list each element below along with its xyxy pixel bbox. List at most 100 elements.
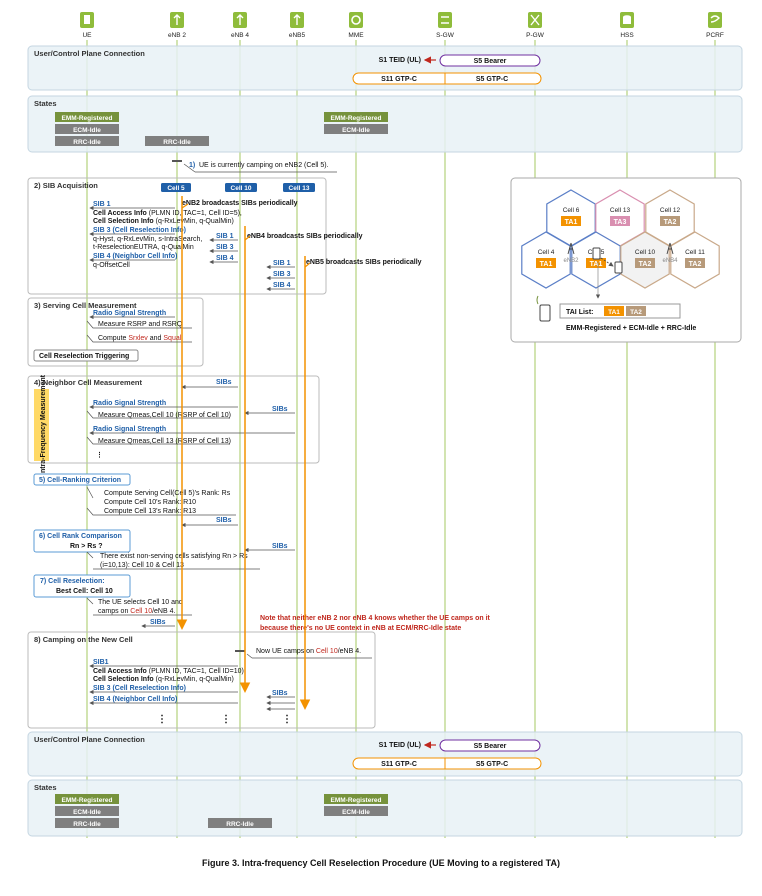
bottom-mme-ecm-state: ECM-Idle <box>342 809 370 816</box>
mme-ecm-state: ECM-Idle <box>342 127 370 134</box>
enb4-map-label: eNB4 <box>662 258 678 264</box>
sib-broadcast-lines <box>176 196 311 710</box>
step-2: 2) SIB Acquisition Cell 5 Cell 10 Cell 1… <box>27 177 422 295</box>
node-pgw: P-GW <box>526 12 545 39</box>
bottom-s11-gtpc-label: S11 GTP-C <box>381 761 417 768</box>
bottom-states-panel: States EMM-Registered ECM-Idle RRC-Idle … <box>27 779 743 837</box>
enb4-sib4: SIB 4 <box>216 255 234 262</box>
step-6-title: 6) Cell Rank Comparison <box>39 533 122 540</box>
rank-condition: Rn > Rs ? <box>70 543 102 550</box>
top-states-title: States <box>34 99 57 108</box>
node-pcrf: PCRF <box>706 12 724 39</box>
step-8: 8) Camping on the New Cell Now UE camps … <box>27 631 376 729</box>
measure-rsrp-rsrq: Measure RSRP and RSRQ <box>98 321 183 328</box>
neighbor-radio-signal-1: Radio Signal Strength <box>93 400 166 407</box>
radio-signal-strength: Radio Signal Strength <box>93 310 166 317</box>
enb5-sib4: SIB 4 <box>273 282 291 289</box>
bottom-states-title: States <box>34 783 57 792</box>
hex-ta-badge <box>610 216 630 226</box>
node-label-ue: UE <box>82 32 92 39</box>
hex-ta-label: TA1 <box>565 219 578 226</box>
bottom-connection-title: User/Control Plane Connection <box>34 735 145 744</box>
svg-text:⋮: ⋮ <box>157 714 167 725</box>
node-enb4: eNB 4 <box>231 12 249 39</box>
cell-13-tag: Cell 13 <box>289 185 310 192</box>
node-label-pcrf: PCRF <box>706 32 724 39</box>
bottom-ue-emm-state: EMM-Registered <box>62 797 113 804</box>
node-label-sgw: S-GW <box>436 32 455 39</box>
s5-bearer-label: S5 Bearer <box>474 58 507 65</box>
step-1-number: 1) <box>189 162 195 169</box>
enb5-sib1: SIB 1 <box>273 260 291 267</box>
svg-text:⋮: ⋮ <box>221 714 231 725</box>
node-mme: MME <box>348 12 364 39</box>
figure-caption: Figure 3. Intra-frequency Cell Reselecti… <box>202 858 560 868</box>
bottom-s5-gtpc-label: S5 GTP-C <box>476 761 508 768</box>
step-8-sib3: SIB 3 (Cell Reselection Info) <box>93 685 186 692</box>
node-label-enb5: eNB5 <box>289 32 306 39</box>
step-5-sibs: SIBs <box>216 517 232 524</box>
bottom-connection-panel: User/Control Plane Connection S1 TEID (U… <box>27 731 743 777</box>
enb5-broadcast-note: eNB5 broadcasts SIBs periodically <box>306 259 422 266</box>
cell-selection-info: Cell Selection Info (q-RxLevMin, q-QualM… <box>93 218 234 225</box>
tai-ta2: TA2 <box>630 309 642 316</box>
step-3-title: 3) Serving Cell Measurement <box>34 301 137 310</box>
step-4-sibs-enb5: SIBs <box>272 406 288 413</box>
rank-cell-10: Compute Cell 10's Rank: R10 <box>104 499 196 506</box>
step-8-sib4: SIB 4 (Neighbor Cell Info) <box>93 696 177 703</box>
new-cell-selection-info: Cell Selection Info (q-RxLevMin, q-QualM… <box>93 676 234 683</box>
intra-frequency-label: Intra-Frequency Measurement <box>40 374 47 475</box>
step-5: 5) Cell-Ranking Criterion Compute Servin… <box>33 473 238 528</box>
s5-gtpc-label: S5 GTP-C <box>476 76 508 83</box>
hex-ta-badge <box>561 216 581 226</box>
step-4-sibs-enb4: SIBs <box>216 379 232 386</box>
top-connection-panel: User/Control Plane Connection S1 TEID (U… <box>27 45 743 91</box>
cell-access-info: Cell Access Info (PLMN ID, TAC=1, Cell I… <box>93 210 242 217</box>
hex-ta-badge <box>685 258 705 268</box>
enb2-broadcast-note: eNB2 broadcasts SIBs periodically <box>182 200 298 207</box>
gear-icon <box>349 12 363 28</box>
ue-rrc-state: RRC-Idle <box>73 139 101 146</box>
hex-ta-label: TA3 <box>614 219 627 226</box>
s1-teid-label: S1 TEID (UL) <box>379 57 421 64</box>
sib3-label: SIB 3 (Cell Reselection Info) <box>93 227 186 234</box>
step-5-title: 5) Cell-Ranking Criterion <box>39 477 121 484</box>
node-enb2: eNB 2 <box>168 12 186 39</box>
sib1-label: SIB 1 <box>93 201 111 208</box>
new-cell-access-info: Cell Access Info (PLMN ID, TAC=1, Cell I… <box>93 668 246 675</box>
neighbor-radio-signal-2: Radio Signal Strength <box>93 426 166 433</box>
step-8-title: 8) Camping on the New Cell <box>34 635 133 644</box>
rank-cell-13: Compute Cell 13's Rank: R13 <box>104 508 196 515</box>
step-8-sibs: SIBs <box>272 690 288 697</box>
tai-list: TAI List: TA1 TA2 EMM-Registered + ECM-I… <box>536 295 696 332</box>
hex-ta-label: TA1 <box>540 261 553 268</box>
ue-state-summary: EMM-Registered + ECM-Idle + RRC-Idle <box>566 325 696 332</box>
node-label-mme: MME <box>348 32 364 39</box>
hex-cell-name: Cell 13 <box>610 207 631 214</box>
camps-on-cell-10: camps on Cell 10/eNB 4. <box>98 608 175 615</box>
step-7-sibs: SIBs <box>150 619 166 626</box>
moving-ue <box>592 247 623 299</box>
bottom-enb-rrc-state: RRC-Idle <box>226 821 254 828</box>
cells-satisfying: (i=10,13): Cell 10 & Cell 13 <box>100 562 184 569</box>
rank-serving: Compute Serving Cell(Cell 5)'s Rank: Rs <box>104 490 231 497</box>
enb5-sib3: SIB 3 <box>273 271 291 278</box>
step-1-text: UE is currently camping on eNB2 (Cell 5)… <box>199 162 329 169</box>
cell-10-tag: Cell 10 <box>231 185 252 192</box>
node-label-enb4: eNB 4 <box>231 32 249 39</box>
enb4-sib1: SIB 1 <box>216 233 234 240</box>
step-7-title: 7) Cell Reselection: <box>40 578 105 585</box>
hex-cell-name: Cell 6 <box>563 207 580 214</box>
mme-emm-state: EMM-Registered <box>331 115 382 122</box>
enb4-broadcast-note: eNB4 broadcasts SIBs periodically <box>247 233 363 240</box>
compute-srxlev-squal: Compute Srxlev and Squal <box>98 335 182 342</box>
sib3-line-2: t-ReselectionEUTRA, q-QualMin <box>93 244 194 251</box>
best-cell: Best Cell: Cell 10 <box>56 588 113 595</box>
step-8-sib1: SIB1 <box>93 659 109 666</box>
enb2-tower: eNB2 <box>563 242 579 264</box>
enb-rrc-state: RRC-Idle <box>163 139 191 146</box>
sib4-label: SIB 4 (Neighbor Cell Info) <box>93 253 177 260</box>
top-states-panel: States EMM-Registered ECM-Idle RRC-Idle … <box>27 95 743 153</box>
top-connection-title: User/Control Plane Connection <box>34 49 145 58</box>
ue-selects-cell: The UE selects Cell 10 and <box>98 599 183 606</box>
